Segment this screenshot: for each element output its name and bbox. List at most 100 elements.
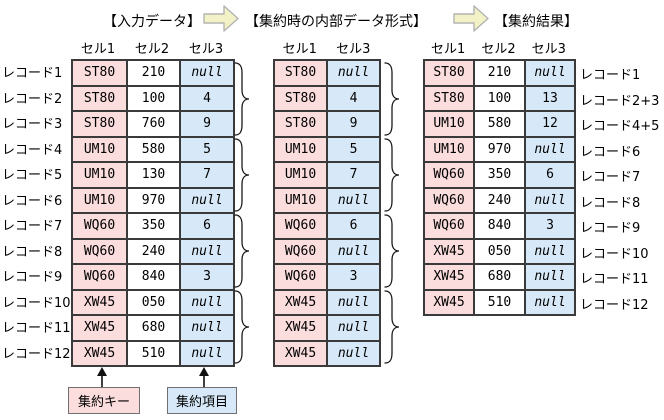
table-cell: null [328, 61, 379, 85]
table-cell: UM10 [425, 137, 473, 161]
table-cell: WQ60 [275, 214, 326, 238]
table-cell: 050 [475, 239, 524, 263]
table-cell: 050 [128, 290, 179, 314]
column-header: セル3 [531, 42, 566, 57]
table-cell: null [526, 265, 574, 289]
record-label: レコード7 [580, 170, 641, 186]
record-label: レコード10 [2, 295, 71, 311]
table-cell: 350 [128, 214, 179, 238]
column-header: セル3 [336, 42, 371, 57]
table-cell: XW45 [425, 239, 473, 263]
table-cell: null [328, 290, 379, 314]
table-cell: 4 [181, 86, 233, 110]
table-cell: 580 [475, 112, 524, 136]
record-label: レコード1 [2, 66, 63, 82]
record-label: レコード2 [2, 91, 63, 107]
group-brace [384, 214, 400, 288]
table-cell: null [526, 61, 574, 85]
group-brace [384, 138, 400, 212]
record-label: レコード3 [2, 117, 63, 133]
group-brace [234, 290, 250, 364]
title-result: 【集約結果】 [494, 14, 578, 30]
table-cell: ST80 [73, 86, 126, 110]
record-label: レコード11 [580, 272, 649, 288]
table-cell: 970 [475, 137, 524, 161]
table-cell: 12 [526, 112, 574, 136]
table-cell: XW45 [275, 341, 326, 365]
table-cell: null [181, 61, 233, 85]
table-cell: UM10 [275, 188, 326, 212]
table-cell: null [181, 290, 233, 314]
table-cell: null [526, 188, 574, 212]
table-cell: ST80 [275, 86, 326, 110]
table-cell: 840 [128, 265, 179, 289]
table-cell: WQ60 [425, 214, 473, 238]
group-brace [384, 290, 400, 364]
record-label: レコード5 [2, 168, 63, 184]
record-label: レコード12 [2, 346, 71, 362]
table-cell: 7 [181, 163, 233, 187]
table-cell: 3 [328, 265, 379, 289]
table-cell: XW45 [275, 316, 326, 340]
table-cell: ST80 [73, 112, 126, 136]
table-cell: UM10 [73, 137, 126, 161]
record-label: レコード6 [2, 193, 63, 209]
table-cell: ST80 [425, 86, 473, 110]
table-cell: 210 [475, 61, 524, 85]
table-cell: WQ60 [275, 239, 326, 263]
table-cell: null [328, 316, 379, 340]
group-brace [234, 62, 250, 136]
table-cell: 970 [128, 188, 179, 212]
table-cell: 6 [328, 214, 379, 238]
column-header: セル1 [282, 42, 317, 57]
table-cell: 210 [128, 61, 179, 85]
table-cell: 7 [328, 163, 379, 187]
table-cell: null [328, 188, 379, 212]
table-cell: UM10 [275, 163, 326, 187]
table-cell: XW45 [73, 341, 126, 365]
table-cell: WQ60 [73, 239, 126, 263]
table-cell: 4 [328, 86, 379, 110]
column-header: セル1 [431, 42, 466, 57]
table-cell: UM10 [73, 163, 126, 187]
table-cell: 840 [475, 214, 524, 238]
table-cell: 580 [128, 137, 179, 161]
table-cell: XW45 [73, 290, 126, 314]
legend-aggregation-item: 集約項目 [167, 387, 237, 414]
table-cell: 350 [475, 163, 524, 187]
table-cell: null [181, 188, 233, 212]
table-cell: 680 [128, 316, 179, 340]
column-header: セル3 [188, 42, 224, 57]
table-cell: null [181, 316, 233, 340]
table-cell: 100 [475, 86, 524, 110]
table-cell: null [328, 239, 379, 263]
table-cell: ST80 [275, 112, 326, 136]
table-cell: WQ60 [275, 265, 326, 289]
table-cell: XW45 [425, 290, 473, 314]
table-cell: 6 [181, 214, 233, 238]
group-brace [234, 214, 250, 288]
table-cell: ST80 [73, 61, 126, 85]
column-header: セル2 [134, 42, 170, 57]
record-label: レコード10 [580, 246, 649, 262]
table-cell: null [526, 239, 574, 263]
table-cell: 240 [475, 188, 524, 212]
table-cell: UM10 [275, 137, 326, 161]
table-cell: null [328, 341, 379, 365]
table-cell: WQ60 [73, 265, 126, 289]
table-cell: null [181, 239, 233, 263]
table-cell: 9 [181, 112, 233, 136]
record-label: レコード2+3 [580, 93, 660, 109]
table-cell: 240 [128, 239, 179, 263]
title-input-data: 【入力データ】 [103, 14, 201, 30]
right-arrow-icon [453, 5, 489, 32]
record-label: レコード7 [2, 219, 63, 235]
up-arrow-icon [199, 367, 209, 387]
table-cell: 760 [128, 112, 179, 136]
column-header: セル2 [481, 42, 516, 57]
table-cell: ST80 [425, 61, 473, 85]
